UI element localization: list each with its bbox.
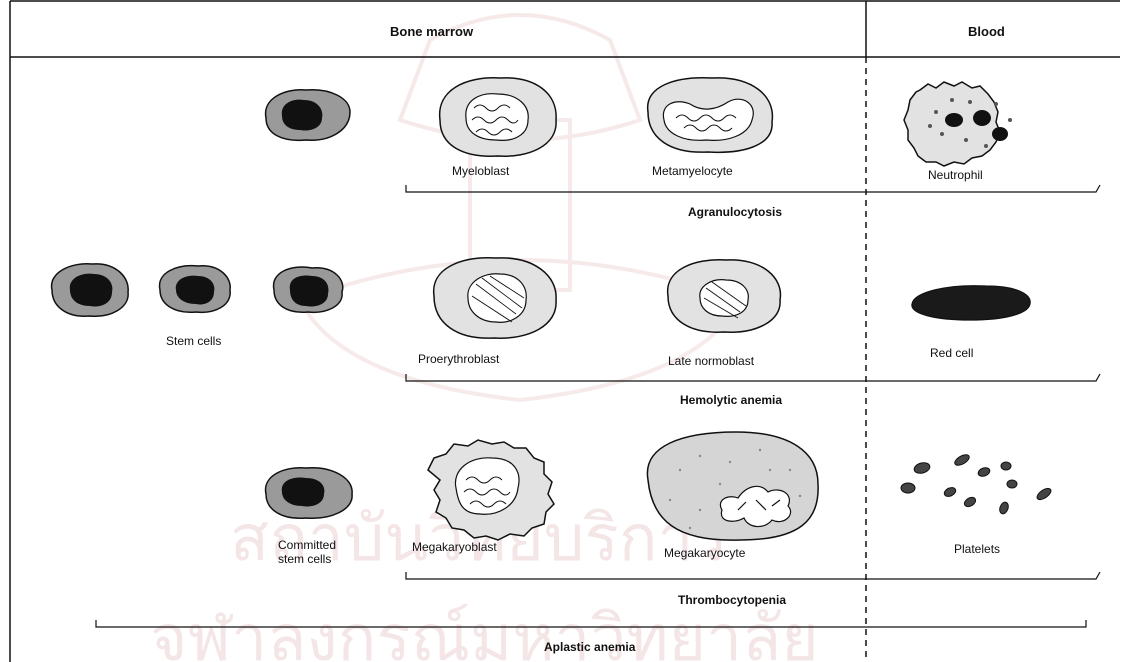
- watermark-line-2: จุฬาลงกรณ์มหาวิทยาลัย: [150, 602, 819, 662]
- metamyelocyte-cell: [648, 78, 773, 153]
- label-committed-line-2: stem cells: [278, 552, 331, 566]
- committed-stem-cell: [266, 468, 353, 519]
- myeloblast-cell: [440, 78, 556, 156]
- label-megakaryocyte: Megakaryocyte: [664, 546, 746, 560]
- label-megakaryoblast: Megakaryoblast: [412, 540, 497, 554]
- proerythroblast-cell: [434, 258, 556, 338]
- label-committed-line-1: Committed: [278, 538, 336, 552]
- watermark-seal: [300, 15, 740, 400]
- bracket-agranulocytosis: [406, 185, 1100, 192]
- label-late-normoblast: Late normoblast: [668, 354, 755, 368]
- stem-cell-1: [52, 264, 129, 317]
- header-blood: Blood: [968, 24, 1005, 39]
- bracket-hemolytic-anemia: [406, 374, 1100, 381]
- stem-cell-2: [160, 266, 231, 313]
- megakaryocyte-cell: [647, 432, 818, 540]
- label-neutrophil: Neutrophil: [928, 168, 983, 182]
- header-bone-marrow: Bone marrow: [390, 24, 474, 39]
- label-aplastic-anemia: Aplastic anemia: [544, 640, 636, 654]
- label-metamyelocyte: Metamyelocyte: [652, 164, 733, 178]
- platelets-cluster: [901, 453, 1053, 515]
- stem-cell-myeloid: [266, 90, 350, 141]
- label-stem-cells: Stem cells: [166, 334, 221, 348]
- label-red-cell: Red cell: [930, 346, 973, 360]
- label-agranulocytosis: Agranulocytosis: [688, 205, 782, 219]
- stem-cell-3: [274, 267, 343, 312]
- label-myeloblast: Myeloblast: [452, 164, 510, 178]
- label-proerythroblast: Proerythroblast: [418, 352, 500, 366]
- label-hemolytic-anemia: Hemolytic anemia: [680, 393, 782, 407]
- label-thrombocytopenia: Thrombocytopenia: [678, 593, 786, 607]
- label-platelets: Platelets: [954, 542, 1000, 556]
- late-normoblast-cell: [668, 260, 781, 332]
- neutrophil-cell: [904, 82, 1012, 166]
- red-cell: [912, 286, 1030, 320]
